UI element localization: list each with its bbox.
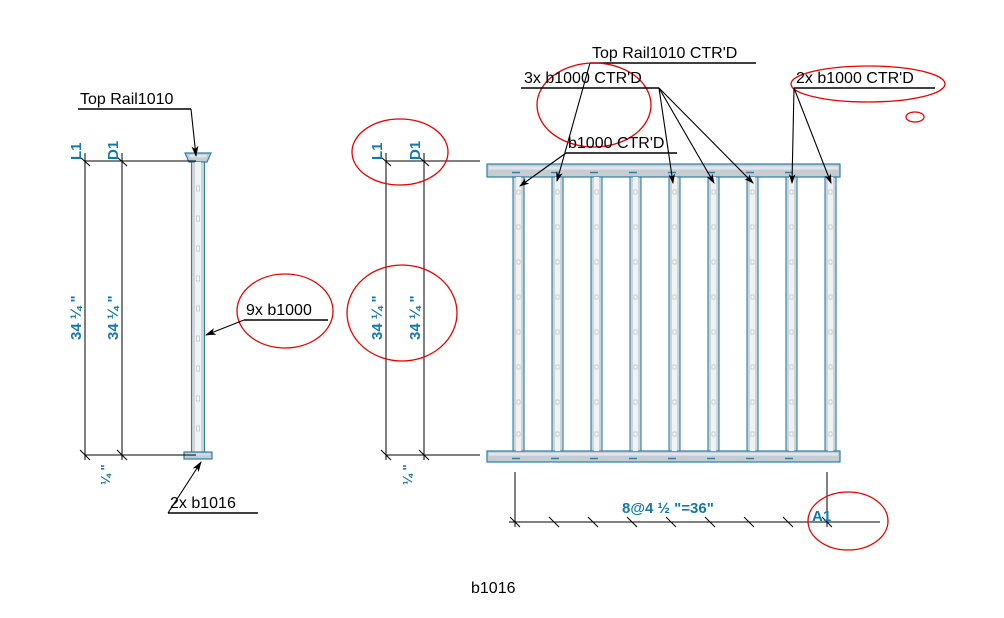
- post-shaft: [190, 161, 206, 453]
- middle-dimension-set: L1 D1 34 ¼ " 34 ¼ " ¼ ": [346, 118, 480, 485]
- two-b1000-annotation: 2x b1000 CTR'D: [788, 65, 946, 185]
- picket: [590, 176, 603, 452]
- drawing-title: b1016: [471, 580, 516, 597]
- mid-d1-value: 34 ¼ ": [407, 295, 424, 340]
- left-d1-label: D1: [105, 141, 122, 160]
- mid-offset-value: ¼ ": [400, 464, 415, 485]
- markup-ellipse-mid-values: [346, 264, 458, 362]
- markup-ellipse-small: [905, 111, 925, 123]
- left-offset-value: ¼ ": [98, 464, 113, 485]
- base-qty-annotation: 2x b1016: [167, 461, 258, 514]
- run-tag-label: A1: [812, 508, 831, 525]
- three-b1000-annotation: 3x b1000 CTR'D: [521, 62, 754, 185]
- markup-ellipse-9x-b1000: [236, 273, 334, 349]
- one-b1000-label: b1000 CTR'D: [568, 135, 664, 152]
- left-post-detail: L1 D1 34 ¼ " 34 ¼ " ¼ " Top Rail1010 9x …: [68, 91, 334, 514]
- mid-l1-label: L1: [369, 142, 386, 160]
- picket: [512, 176, 525, 452]
- picket: [668, 176, 681, 452]
- picket: [629, 176, 642, 452]
- three-b1000-label: 3x b1000 CTR'D: [524, 70, 642, 87]
- left-l1-value: 34 ¼ ": [68, 295, 85, 340]
- bottom-run-label: 8@4 ½ "=36": [622, 500, 714, 517]
- post-qty-annotation: 9x b1000: [204, 273, 334, 349]
- top-rail: [486, 163, 841, 178]
- markup-ellipse-a1: [807, 491, 889, 551]
- markup-ellipse-2x-b1000: [790, 65, 946, 103]
- picket: [746, 176, 759, 452]
- picket: [551, 176, 564, 452]
- post-qty-label: 9x b1000: [246, 302, 312, 319]
- top-rail-right-label: Top Rail1010 CTR'D: [592, 45, 737, 62]
- mid-l1-value: 34 ¼ ": [369, 295, 386, 340]
- top-rail-right-annotation: Top Rail1010 CTR'D: [556, 45, 756, 183]
- picket-group: [512, 176, 837, 452]
- top-rail-left-label: Top Rail1010: [80, 91, 174, 108]
- mid-d1-label: D1: [407, 141, 424, 160]
- picket: [824, 176, 837, 452]
- panel-elevation: [486, 163, 841, 463]
- two-b1000-label: 2x b1000 CTR'D: [796, 70, 914, 87]
- bottom-rail: [486, 450, 841, 463]
- left-d1-value: 34 ¼ ": [105, 295, 122, 340]
- bottom-run-dimension: A1 8@4 ½ "=36": [509, 472, 889, 551]
- picket: [785, 176, 798, 452]
- markup-ellipse-mid-labels: [351, 118, 449, 186]
- picket: [707, 176, 720, 452]
- markup-ellipse-3x-b1000: [536, 62, 652, 148]
- left-l1-label: L1: [68, 142, 85, 160]
- one-b1000-annotation: b1000 CTR'D: [519, 135, 677, 187]
- base-qty-label: 2x b1016: [170, 495, 236, 512]
- top-rail-left-annotation: Top Rail1010: [78, 91, 199, 158]
